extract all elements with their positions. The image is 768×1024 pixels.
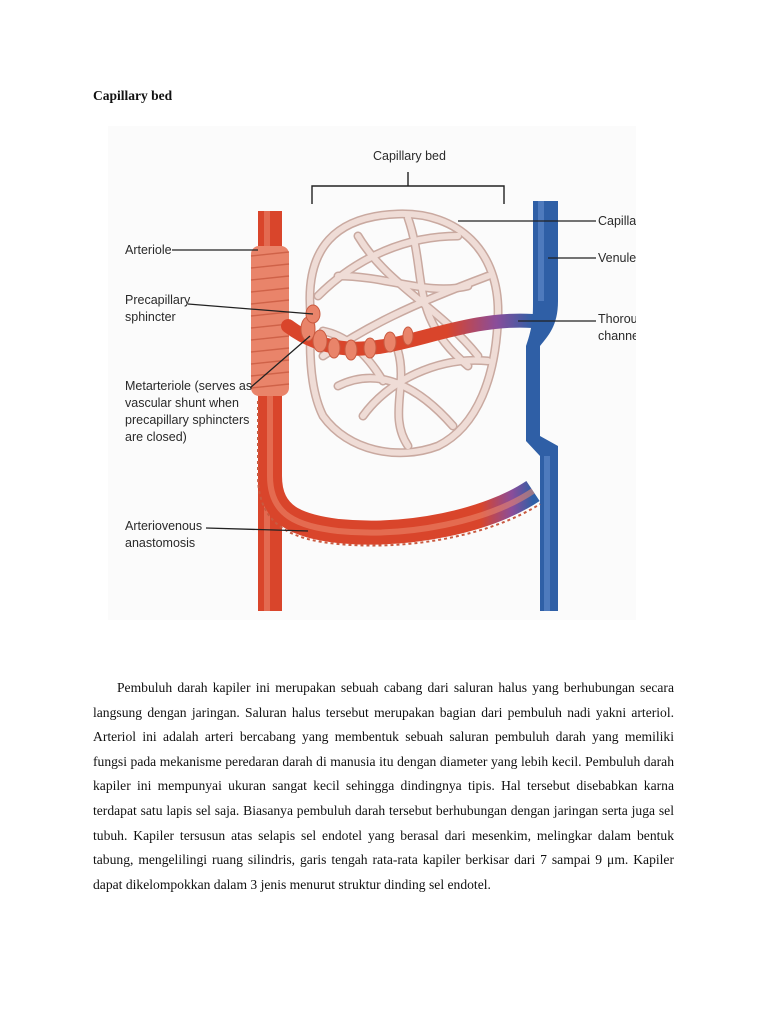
capillary-bed-bracket [311, 172, 505, 204]
label-capillary-bed: Capillary bed [373, 149, 446, 163]
label-arteriole: Arteriole [125, 243, 172, 257]
capillary-bed-figure: Capillary bed Capillary Venule Thoroughf… [108, 126, 636, 620]
label-venule: Venule [598, 251, 636, 265]
label-thoroughfare-1: Thoroughfare [598, 312, 636, 326]
capillary-network [305, 209, 503, 458]
av-anastomosis [257, 396, 541, 547]
thoroughfare-channel [281, 304, 540, 361]
label-metarteriole-4: are closed) [125, 430, 187, 444]
label-arteriovenous-2: anastomosis [125, 536, 195, 550]
label-precapillary-1: Precapillary [125, 293, 191, 307]
leader-lines [172, 220, 596, 532]
label-arteriovenous-1: Arteriovenous [125, 519, 202, 533]
capillary-bed-diagram: Capillary bed Capillary Venule Thoroughf… [125, 149, 636, 611]
label-precapillary-2: sphincter [125, 310, 176, 324]
body-paragraph: Pembuluh darah kapiler ini merupakan seb… [93, 680, 674, 892]
label-metarteriole-1: Metarteriole (serves as [125, 379, 252, 393]
section-heading: Capillary bed [93, 88, 173, 103]
label-metarteriole-2: vascular shunt when [125, 396, 239, 410]
label-capillary: Capillary [598, 214, 636, 228]
label-metarteriole-3: precapillary sphincters [125, 413, 249, 427]
label-thoroughfare-2: channel [598, 329, 636, 343]
venule-vessel [526, 201, 558, 611]
